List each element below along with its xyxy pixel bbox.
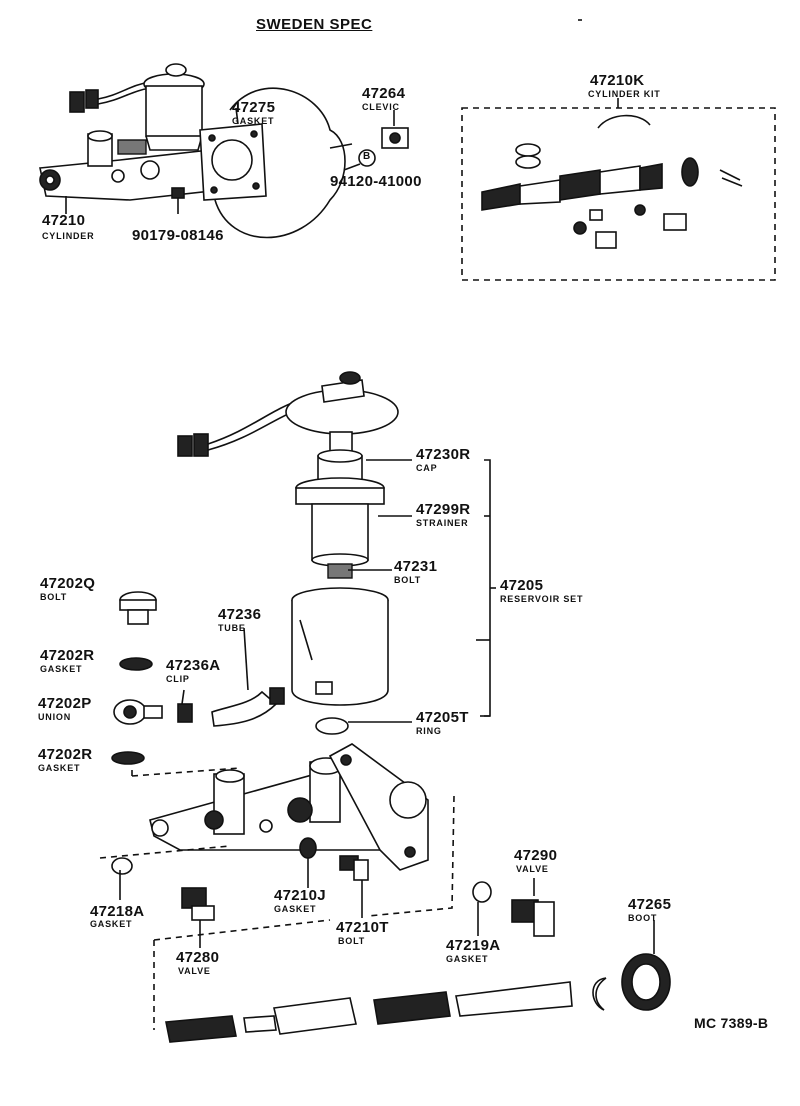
connector-plug-top bbox=[69, 91, 85, 113]
part-number-47210j: 47210J bbox=[274, 887, 326, 904]
part-name-cylinder-kit: CYLINDER KIT bbox=[588, 89, 661, 99]
part-number-47230r: 47230R bbox=[416, 446, 471, 463]
part-name-cap: CAP bbox=[416, 463, 438, 473]
part-name-bolt-47202q: BOLT bbox=[40, 592, 68, 602]
part-name-valve-47280: VALVE bbox=[178, 966, 211, 976]
part-number-47210k: 47210K bbox=[590, 72, 645, 89]
part-number-47210t: 47210T bbox=[336, 919, 389, 936]
part-name-bolt-47231: BOLT bbox=[394, 575, 422, 585]
part-name-ring: RING bbox=[416, 726, 442, 736]
part-number-47202p: 47202P bbox=[38, 695, 92, 712]
circle-mark-b-label: B bbox=[363, 151, 371, 162]
part-number-47210: 47210 bbox=[42, 212, 86, 229]
part-number-47236a: 47236A bbox=[166, 657, 221, 674]
diagram-title: SWEDEN SPEC bbox=[256, 16, 373, 33]
part-number-94120-41000: 94120-41000 bbox=[330, 173, 422, 190]
part-name-reservoir-set: RESERVOIR SET bbox=[500, 594, 584, 604]
part-name-tube: TUBE bbox=[218, 623, 246, 633]
part-number-47202r-lower: 47202R bbox=[38, 746, 93, 763]
circle-mark-b bbox=[358, 149, 376, 167]
part-number-47231: 47231 bbox=[394, 558, 438, 575]
part-number-90179-08146: 90179-08146 bbox=[132, 227, 224, 244]
part-name-clip: CLIP bbox=[166, 674, 190, 684]
part-name-clevic: CLEVIC bbox=[362, 102, 400, 112]
part-number-47205: 47205 bbox=[500, 577, 544, 594]
kit-pistons bbox=[481, 143, 743, 249]
part-number-47202r-upper: 47202R bbox=[40, 647, 95, 664]
part-name-bolt-47210t: BOLT bbox=[338, 936, 366, 946]
part-name-gasket-47219a: GASKET bbox=[446, 954, 489, 964]
part-number-47236: 47236 bbox=[218, 606, 262, 623]
part-name-gasket-47275: GASKET bbox=[232, 116, 275, 126]
master-cylinder-body bbox=[99, 743, 671, 1030]
figure-code: MC 7389-B bbox=[694, 1015, 769, 1031]
part-number-47264: 47264 bbox=[362, 85, 406, 102]
part-number-47290: 47290 bbox=[514, 847, 558, 864]
part-name-gasket-47210j: GASKET bbox=[274, 904, 317, 914]
part-number-47265: 47265 bbox=[628, 896, 672, 913]
reservoir-drawing bbox=[177, 371, 399, 735]
part-name-gasket-47202r-upper: GASKET bbox=[40, 664, 83, 674]
part-number-47219a: 47219A bbox=[446, 937, 501, 954]
part-name-cylinder: CYLINDER bbox=[42, 231, 95, 241]
part-number-47205t: 47205T bbox=[416, 709, 469, 726]
part-name-gasket-47218a: GASKET bbox=[90, 919, 133, 929]
part-number-47202q: 47202Q bbox=[40, 575, 96, 592]
part-name-valve-47290: VALVE bbox=[516, 864, 549, 874]
leader-lines bbox=[65, 107, 655, 954]
part-name-strainer: STRAINER bbox=[416, 518, 469, 528]
cylinder-body-top bbox=[39, 149, 221, 201]
part-name-union: UNION bbox=[38, 712, 71, 722]
part-number-47280: 47280 bbox=[176, 949, 220, 966]
bottom-pistons bbox=[165, 981, 573, 1043]
part-number-47299r: 47299R bbox=[416, 501, 471, 518]
left-small-parts bbox=[111, 591, 285, 777]
part-number-47275: 47275 bbox=[232, 99, 276, 116]
top-assembly-drawing bbox=[39, 19, 582, 239]
cylinder-kit-box bbox=[461, 98, 776, 281]
part-name-gasket-47202r-lower: GASKET bbox=[38, 763, 81, 773]
part-number-47218a: 47218A bbox=[90, 903, 145, 920]
part-name-boot: BOOT bbox=[628, 913, 658, 923]
